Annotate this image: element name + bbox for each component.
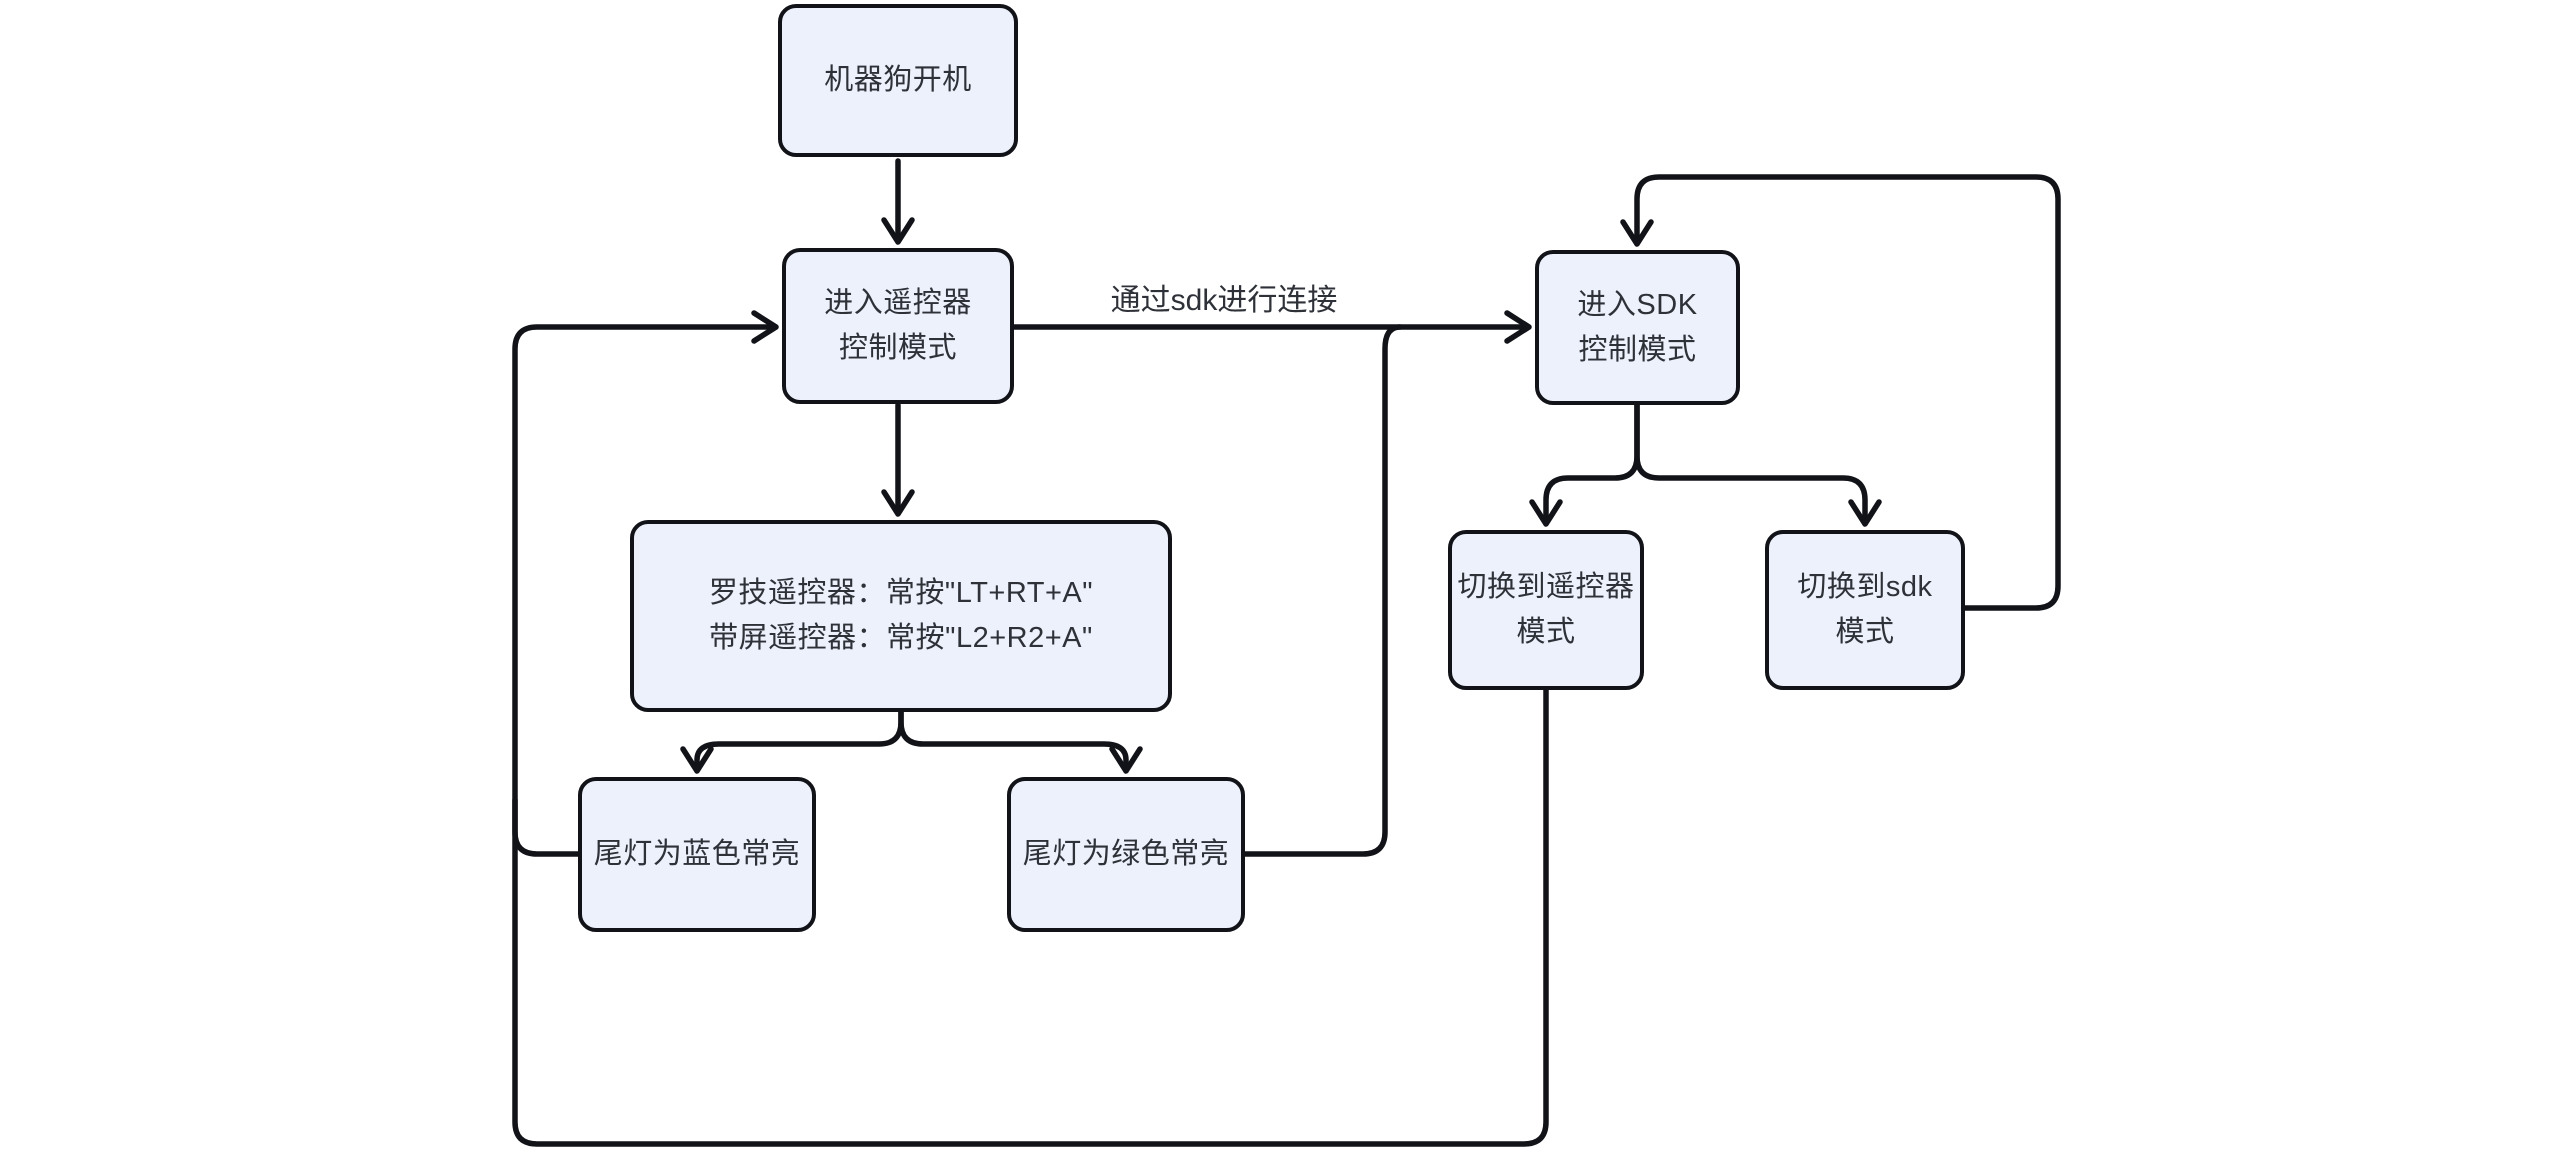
- node-controller-instructions: 罗技遥控器：常按"LT+RT+A" 带屏遥控器：常按"L2+R2+A": [630, 520, 1172, 712]
- node-remote-control-mode: 进入遥控器 控制模式: [782, 248, 1014, 404]
- edge-instructions-to-blue: [680, 709, 904, 774]
- node-sdk-control-mode-label: 进入SDK 控制模式: [1577, 288, 1698, 366]
- node-remote-control-mode-label: 进入遥控器 控制模式: [824, 287, 972, 364]
- node-power-on-label: 机器狗开机: [824, 64, 972, 97]
- node-tail-light-green: 尾灯为绿色常亮: [1007, 777, 1245, 932]
- node-controller-instructions-label: 罗技遥控器：常按"LT+RT+A" 带屏遥控器：常按"L2+R2+A": [708, 577, 1094, 654]
- node-switch-to-sdk: 切换到sdk 模式: [1765, 530, 1965, 690]
- node-tail-light-green-label: 尾灯为绿色常亮: [1022, 838, 1230, 871]
- edge-label-connect-via-sdk: 通过sdk进行连接: [1104, 275, 1344, 319]
- edge-green-join-sdk-line: [1242, 324, 1403, 857]
- edge-sdk-to-switchsdk: [1634, 402, 1882, 527]
- node-tail-light-blue-label: 尾灯为蓝色常亮: [593, 838, 801, 871]
- edge-sdk-to-switchremote: [1529, 402, 1640, 527]
- node-power-on: 机器狗开机: [778, 4, 1018, 157]
- node-switch-to-remote: 切换到遥控器 模式: [1448, 530, 1644, 690]
- edge-blue-join-left-loop: [512, 797, 581, 857]
- node-sdk-control-mode: 进入SDK 控制模式: [1535, 250, 1740, 405]
- node-tail-light-blue: 尾灯为蓝色常亮: [578, 777, 816, 932]
- node-switch-to-remote-label: 切换到遥控器 模式: [1457, 571, 1635, 648]
- edge-switchremote-loop-to-remote: [512, 310, 1549, 1147]
- node-switch-to-sdk-label: 切换到sdk 模式: [1797, 571, 1933, 648]
- edge-instructions-to-green: [898, 709, 1143, 774]
